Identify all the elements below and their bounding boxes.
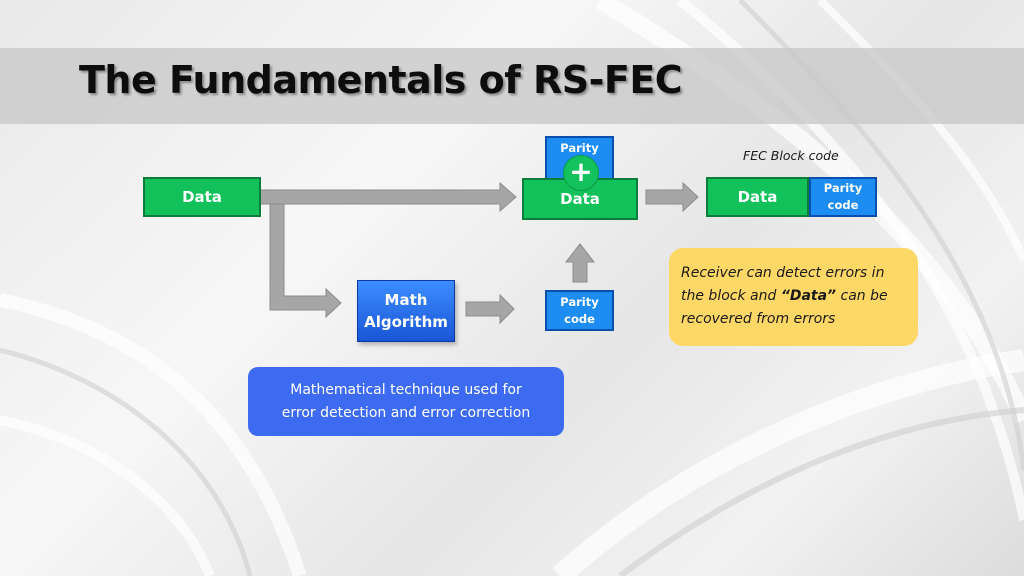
arrow-data-to-combined xyxy=(259,181,517,213)
math-line2: Algorithm xyxy=(364,313,448,331)
arrow-parity-up xyxy=(564,243,596,283)
receiver-note-line3: recovered from errors xyxy=(681,311,836,327)
arrow-combined-to-fec xyxy=(645,181,699,213)
parity-top-label: Parity xyxy=(560,141,599,155)
technique-note-line2: error detection and error correction xyxy=(281,404,531,421)
technique-note: Mathematical technique used for error de… xyxy=(248,367,564,436)
arrow-data-to-math xyxy=(269,203,342,319)
receiver-note: Receiver can detect errors in the block … xyxy=(669,248,918,346)
receiver-note-line1: Receiver can detect errors in xyxy=(681,265,885,281)
combined-data-label: Data xyxy=(560,190,600,208)
fec-data-box: Data xyxy=(706,177,809,217)
receiver-note-line2-post: can be xyxy=(836,288,888,304)
input-data-label: Data xyxy=(182,188,222,206)
title-band xyxy=(0,48,1024,124)
receiver-note-line2-bold: “Data” xyxy=(780,288,837,304)
slide-title: The Fundamentals of RS-FEC xyxy=(79,58,683,102)
parity-code-line2: code xyxy=(564,311,595,326)
math-line1: Math xyxy=(384,291,428,309)
arrow-math-to-parity xyxy=(465,293,515,325)
input-data-box: Data xyxy=(143,177,261,217)
fec-data-label: Data xyxy=(737,188,778,206)
fec-parity-line1: Parity xyxy=(823,181,863,195)
plus-icon: + xyxy=(563,155,599,191)
fec-parity-box: Parity code xyxy=(809,177,877,217)
receiver-note-line2: the block and “Data” can be xyxy=(681,285,906,308)
plus-symbol: + xyxy=(569,155,593,188)
math-algorithm-box: Math Algorithm xyxy=(357,280,455,342)
receiver-note-line2-pre: the block and xyxy=(681,288,781,304)
parity-code-line1: Parity xyxy=(560,294,599,309)
technique-note-line1: Mathematical technique used for xyxy=(290,381,522,398)
fec-block-caption: FEC Block code xyxy=(743,148,839,163)
fec-parity-line2: code xyxy=(827,198,859,212)
parity-code-box: Parity code xyxy=(545,290,614,331)
